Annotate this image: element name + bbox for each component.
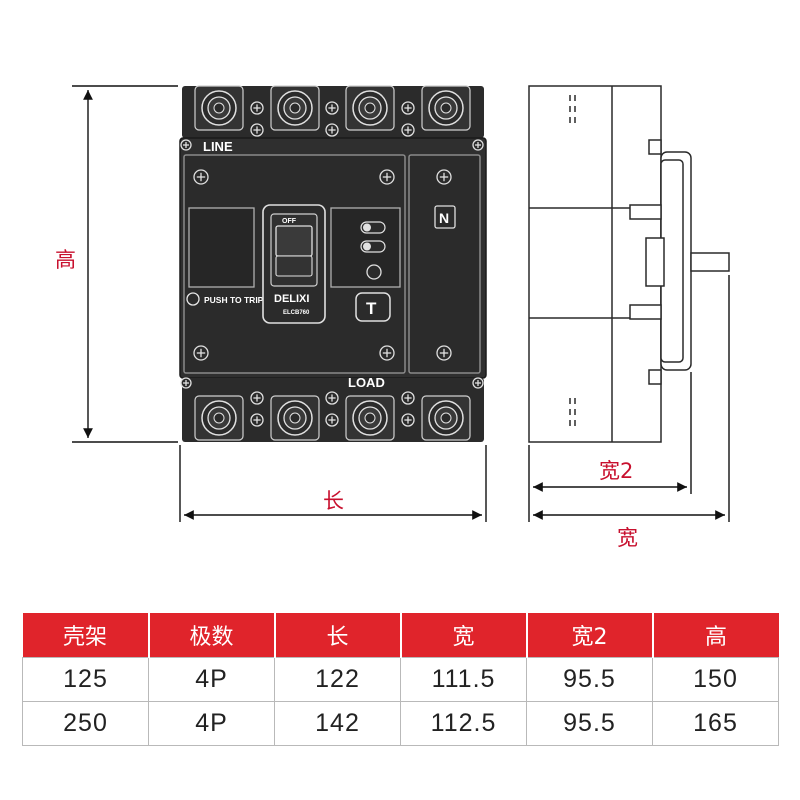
screw: [180, 377, 192, 389]
switch-state-label: OFF: [282, 218, 297, 225]
screw: [250, 413, 264, 427]
screw: [250, 101, 264, 115]
table-row: 250 4P 142 112.5 95.5 165: [22, 701, 779, 746]
screw: [379, 345, 395, 361]
operating-handle[interactable]: [275, 225, 313, 257]
table-cell: 112.5: [400, 701, 527, 746]
terminal: [345, 85, 395, 131]
table-cell: 125: [22, 657, 149, 702]
screw: [193, 345, 209, 361]
indicator-1-dot: [363, 223, 371, 232]
table-row: 125 4P 122 111.5 95.5 150: [22, 657, 779, 702]
handle-lower: [275, 255, 313, 277]
screw: [180, 139, 192, 151]
test-button-label: T: [366, 299, 377, 318]
side-view: [528, 85, 730, 443]
screw: [401, 413, 415, 427]
table-header-cell: 长: [273, 613, 401, 658]
table-cell: 95.5: [526, 701, 653, 746]
screw: [325, 413, 339, 427]
screw: [250, 391, 264, 405]
screw: [436, 345, 452, 361]
breaker-dimension-diagram: LINE LOAD PUSH TO TRIP OFF DELIXI ELCB76…: [55, 85, 730, 550]
screw: [379, 169, 395, 185]
table-header-cell: 壳架: [22, 613, 149, 658]
model-label: ELCB760: [283, 310, 310, 316]
top-terminals: [194, 85, 471, 137]
table-cell: 165: [652, 701, 779, 746]
table-cell: 4P: [148, 657, 275, 702]
screw: [472, 377, 484, 389]
load-label: LOAD: [348, 375, 385, 390]
screw: [325, 391, 339, 405]
line-label: LINE: [203, 139, 233, 154]
test-button[interactable]: [355, 292, 391, 322]
table-cell: 111.5: [400, 657, 527, 702]
terminal: [345, 395, 395, 441]
push-to-trip-button[interactable]: [186, 292, 200, 306]
push-to-trip-label: PUSH TO TRIP: [204, 295, 264, 305]
brand-label: DELIXI: [274, 293, 309, 305]
screw: [401, 123, 415, 137]
screw: [325, 101, 339, 115]
table-cell: 4P: [148, 701, 275, 746]
screw: [250, 123, 264, 137]
table-header-cell: 宽2: [525, 613, 653, 658]
indicator-2-dot: [363, 242, 371, 251]
width2-label: 宽2: [599, 459, 633, 483]
side-body: [528, 85, 662, 443]
dimension-lines: [72, 85, 730, 522]
terminal: [194, 85, 244, 131]
table-cell: 122: [274, 657, 401, 702]
table-cell: 150: [652, 657, 779, 702]
neutral-label: N: [439, 210, 449, 226]
table-cell: 250: [22, 701, 149, 746]
screw: [472, 139, 484, 151]
table-cell: 142: [274, 701, 401, 746]
table-header-cell: 高: [651, 613, 779, 658]
screw: [401, 391, 415, 405]
terminal: [270, 395, 320, 441]
terminal: [421, 85, 471, 131]
table-header-cell: 极数: [147, 613, 275, 658]
terminal: [194, 395, 244, 441]
cover-screws: [180, 139, 484, 389]
terminal: [421, 395, 471, 441]
neutral-badge: [434, 205, 456, 229]
screw: [401, 101, 415, 115]
side-shaft: [690, 252, 730, 272]
screw: [325, 123, 339, 137]
neutral-cover: [408, 154, 481, 374]
screw: [193, 169, 209, 185]
terminal: [270, 85, 320, 131]
bottom-terminals: [194, 391, 471, 441]
table-header-cell: 宽: [399, 613, 527, 658]
height-label: 高: [55, 248, 76, 272]
front-view: LINE LOAD PUSH TO TRIP OFF DELIXI ELCB76…: [179, 85, 487, 442]
width-label: 宽: [617, 526, 638, 550]
table-header-row: 壳架 极数 长 宽 宽2 高: [22, 613, 779, 658]
spec-table: 壳架 极数 长 宽 宽2 高 125 4P 122 111.5 95.5 150…: [22, 613, 779, 746]
table-cell: 95.5: [526, 657, 653, 702]
left-window: [188, 207, 255, 288]
screw: [436, 169, 452, 185]
length-label: 长: [323, 489, 344, 513]
reset-button[interactable]: [366, 264, 382, 280]
